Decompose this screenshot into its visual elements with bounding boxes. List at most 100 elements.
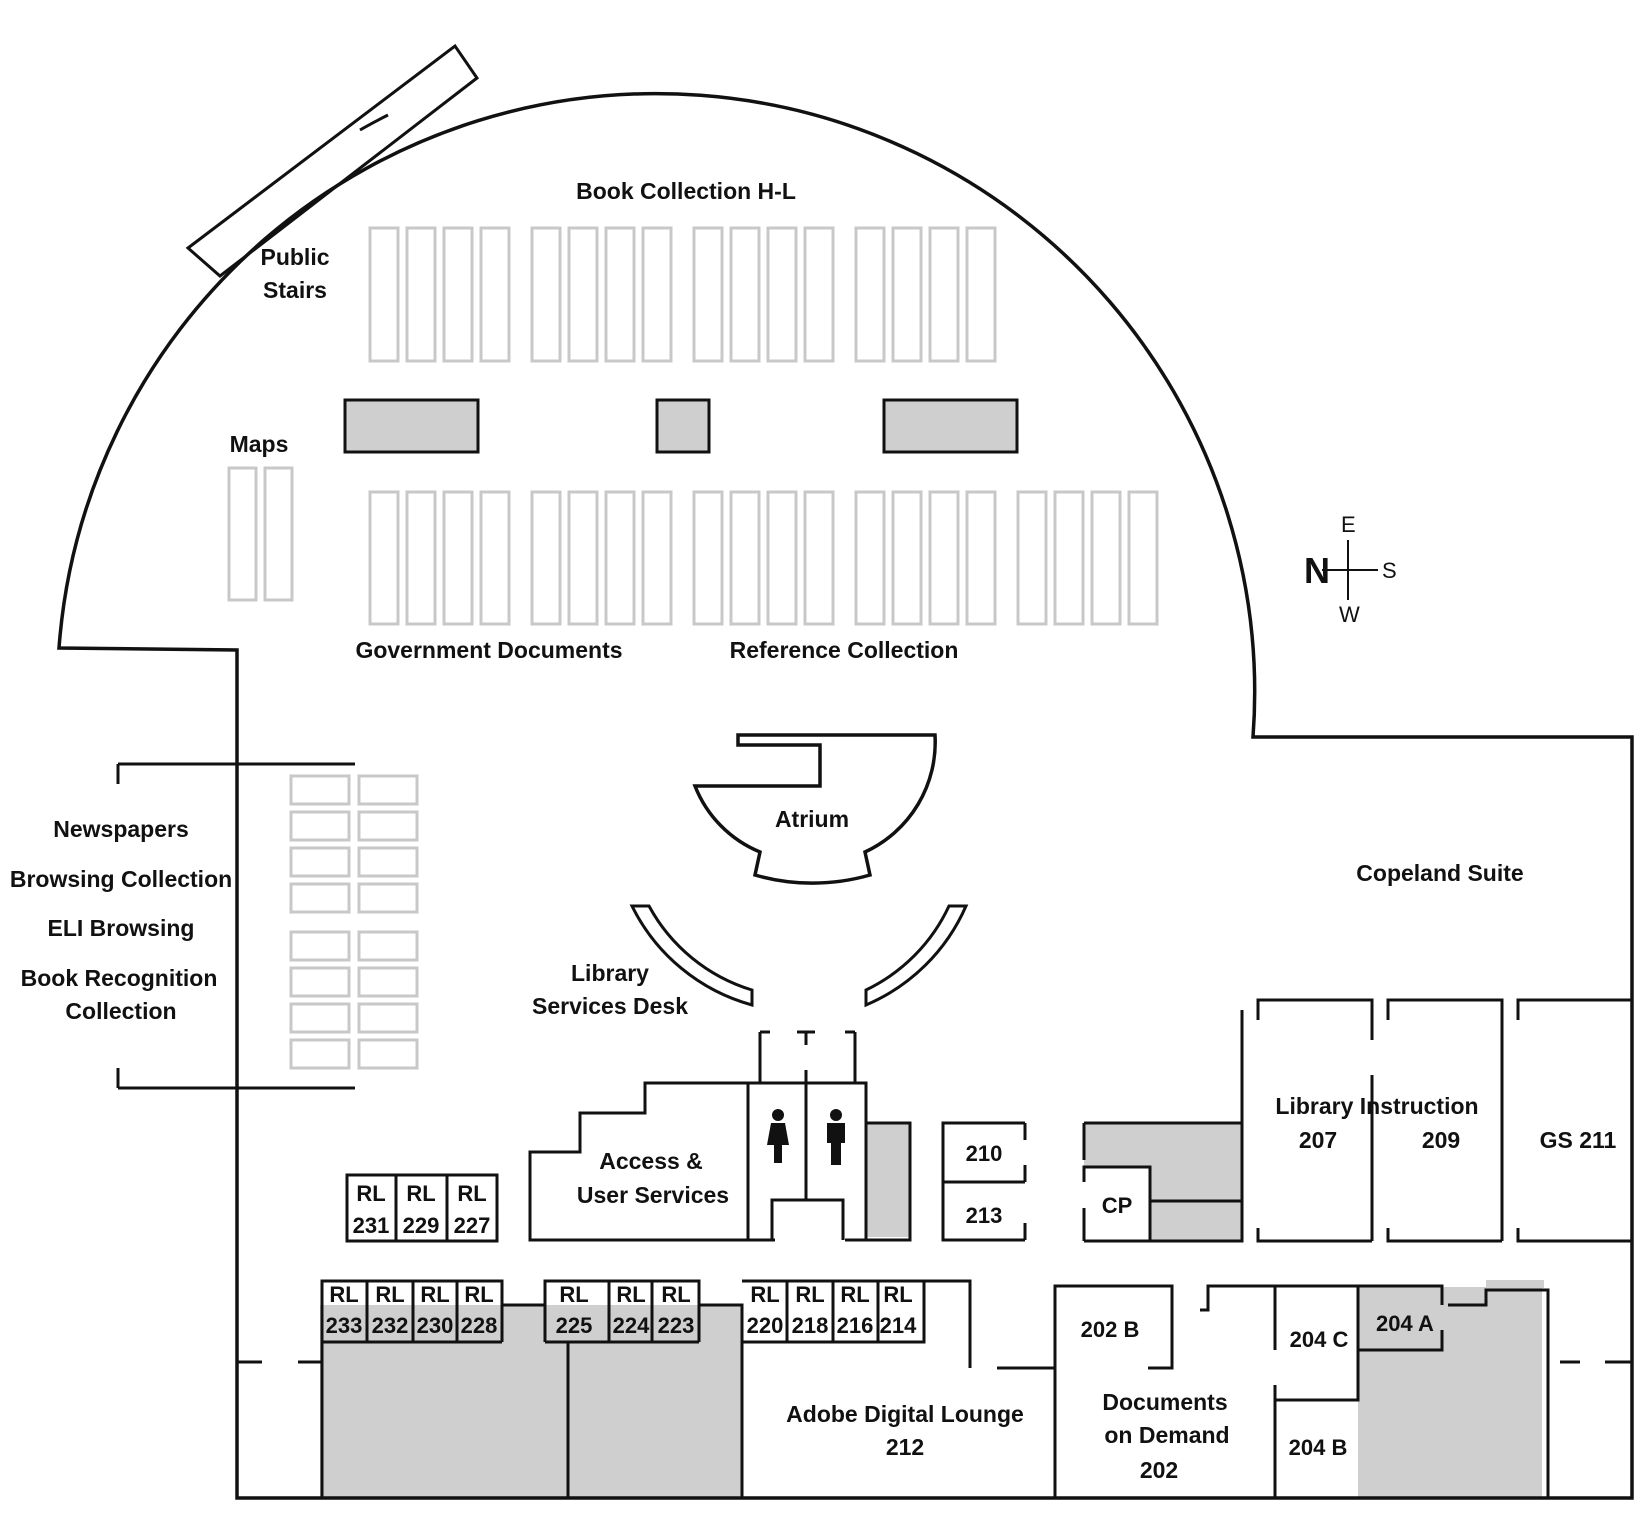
shelf — [1053, 490, 1085, 626]
label-public-stairs-2: Stairs — [263, 277, 327, 303]
shaded-areas — [320, 398, 1544, 1498]
shelf — [1016, 490, 1048, 626]
shelf — [479, 226, 511, 363]
outer-walls — [57, 92, 1634, 1500]
compass-north: N — [1304, 550, 1330, 591]
label-adobe-lounge-2: 212 — [886, 1434, 924, 1460]
label-gs-211: GS 211 — [1540, 1127, 1617, 1153]
rl-prefix-label: RL — [795, 1282, 824, 1307]
rl-prefix-label: RL — [420, 1282, 449, 1307]
shelves-reference — [368, 490, 1159, 626]
rl-prefix-label: RL — [375, 1282, 404, 1307]
instruction-rooms — [1240, 998, 1632, 1243]
shelf — [641, 226, 673, 363]
label-room-213: 213 — [966, 1203, 1003, 1228]
shelf — [289, 846, 351, 878]
rl-prefix-label: RL — [616, 1282, 645, 1307]
shelf — [803, 226, 835, 363]
rl-room-number: 228 — [461, 1313, 498, 1338]
shelf — [357, 930, 419, 962]
shelf — [289, 966, 351, 998]
shaded-counter-1 — [343, 398, 480, 454]
shelf — [854, 490, 886, 626]
newspaper-bracket — [116, 762, 355, 1090]
shelf — [405, 226, 437, 363]
map-labels: Book Collection H-L Public Stairs Maps G… — [10, 178, 1617, 1483]
label-access-2: User Services — [577, 1182, 729, 1208]
shelf — [641, 490, 673, 626]
shelf — [891, 226, 923, 363]
shelf — [405, 490, 437, 626]
shelves-book-collection — [368, 226, 997, 363]
shelf — [567, 490, 599, 626]
shaded-block-east — [1358, 1287, 1542, 1498]
shelf — [357, 774, 419, 806]
shelf — [357, 882, 419, 914]
rl-prefix-label: RL — [883, 1282, 912, 1307]
shelf — [357, 1002, 419, 1034]
shelf — [442, 226, 474, 363]
rl-room-number: 223 — [658, 1313, 695, 1338]
shelf — [530, 226, 562, 363]
label-copeland-suite: Copeland Suite — [1356, 860, 1523, 886]
rl-room-number: 218 — [792, 1313, 829, 1338]
shelf — [854, 226, 886, 363]
rl-room-number: 227 — [454, 1213, 491, 1238]
rl-lower-labels: RL233RL232RL230RL228RL225RL224RL223RL220… — [326, 1282, 917, 1338]
rl-prefix-label: RL — [661, 1282, 690, 1307]
rl-room-number: 229 — [403, 1213, 440, 1238]
label-room-204c: 204 C — [1290, 1327, 1349, 1352]
label-services-desk-1: Library — [571, 960, 649, 986]
label-public-stairs-1: Public — [260, 244, 329, 270]
rl-room-number: 224 — [613, 1313, 650, 1338]
shelf — [289, 1038, 351, 1070]
access-user-services-room — [528, 1081, 748, 1242]
shelf — [928, 226, 960, 363]
shelf — [442, 490, 474, 626]
rooms-210-213 — [941, 1121, 1027, 1242]
rl-prefix-label: RL — [750, 1282, 779, 1307]
shelf — [357, 966, 419, 998]
lower-east-rooms — [997, 1284, 1550, 1498]
shelf — [289, 774, 351, 806]
rl-prefix-label: RL — [559, 1282, 588, 1307]
label-library-instruction-2: 207 — [1299, 1127, 1337, 1153]
shelves-maps — [227, 466, 294, 602]
rl-room-number: 220 — [747, 1313, 784, 1338]
shelf — [729, 226, 761, 363]
shelf — [891, 490, 923, 626]
rl-room-number: 225 — [556, 1313, 593, 1338]
shelf — [289, 1002, 351, 1034]
shaded-block-west — [320, 1305, 742, 1498]
rl-prefix-label: RL — [356, 1181, 385, 1206]
rl-room-number: 214 — [880, 1313, 917, 1338]
label-browsing-collection: Browsing Collection — [10, 866, 232, 892]
label-room-210: 210 — [966, 1141, 1003, 1166]
label-room-cp: CP — [1102, 1193, 1133, 1218]
label-maps: Maps — [230, 431, 289, 457]
shelf — [803, 490, 835, 626]
label-eli-browsing: ELI Browsing — [48, 915, 195, 941]
shelf — [368, 226, 400, 363]
label-services-desk-2: Services Desk — [532, 993, 688, 1019]
compass-west: W — [1339, 602, 1360, 627]
compass: N E S W — [1304, 512, 1397, 627]
label-newspapers: Newspapers — [53, 816, 189, 842]
entrance-restrooms — [746, 1030, 912, 1242]
label-book-collection: Book Collection H-L — [576, 178, 796, 204]
label-access-1: Access & — [599, 1148, 703, 1174]
label-reference-collection: Reference Collection — [730, 637, 959, 663]
rl-room-number: 216 — [837, 1313, 874, 1338]
label-adobe-lounge-1: Adobe Digital Lounge — [786, 1401, 1024, 1427]
label-room-204b: 204 B — [1289, 1435, 1348, 1460]
shelf — [357, 810, 419, 842]
label-room-209: 209 — [1422, 1127, 1460, 1153]
shelf — [928, 490, 960, 626]
women-restroom-icon — [767, 1109, 789, 1163]
shelf — [567, 226, 599, 363]
shelf — [289, 930, 351, 962]
label-government-documents: Government Documents — [355, 637, 622, 663]
shelf — [729, 490, 761, 626]
rl-prefix-label: RL — [464, 1282, 493, 1307]
label-book-recognition-1: Book Recognition — [21, 965, 218, 991]
